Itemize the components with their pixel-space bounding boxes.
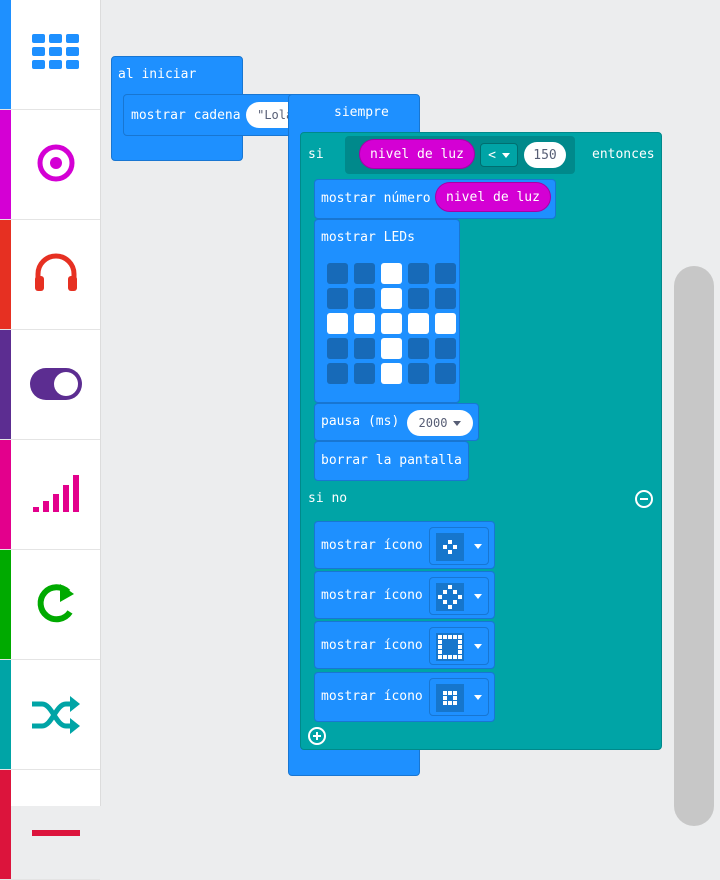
icon-dropdown[interactable] [429,678,489,716]
show-leds-block[interactable]: mostrar LEDs [314,219,460,403]
chevron-down-icon [501,152,510,158]
pause-label: pausa (ms) [321,414,400,429]
light-level-label: nivel de luz [370,146,464,162]
category-logic[interactable] [0,660,100,770]
category-stripe [0,0,11,109]
category-stripe [0,330,11,439]
operator-dropdown[interactable]: < [480,143,518,167]
signal-bars-icon [30,468,82,520]
square-icon [436,633,464,661]
led-cell[interactable] [327,363,348,384]
led-cell[interactable] [435,288,456,309]
led-cell[interactable] [381,288,402,309]
led-cell[interactable] [381,263,402,284]
led-cell[interactable] [435,363,456,384]
operator-value: < [488,147,496,163]
light-level-reporter[interactable]: nivel de luz [435,182,551,212]
category-toolbox [0,0,101,880]
toggle-icon [30,358,82,410]
diamond-icon [436,583,464,611]
pause-block[interactable]: pausa (ms) 2000 [314,403,479,441]
show-icon-block[interactable]: mostrar ícono [314,521,495,569]
category-radio[interactable] [0,440,100,550]
small-diamond-icon [436,533,464,561]
category-loops[interactable] [0,550,100,660]
then-label: entonces [592,147,655,162]
chevron-down-icon [474,594,482,599]
led-cell[interactable] [435,313,456,334]
show-icon-block[interactable]: mostrar ícono [314,672,495,722]
chevron-down-icon [453,420,462,426]
category-input[interactable] [0,110,100,220]
category-stripe [0,110,11,219]
light-level-label: nivel de luz [446,189,540,205]
if-label: si [308,147,324,162]
category-stripe [0,660,11,769]
led-cell[interactable] [408,363,429,384]
remove-else-icon[interactable] [635,490,653,508]
forever-label: siempre [334,105,389,120]
clear-screen-block[interactable]: borrar la pantalla [314,441,469,481]
led-cell[interactable] [354,263,375,284]
show-leds-label: mostrar LEDs [321,230,415,245]
category-stripe [0,770,11,879]
category-basic[interactable] [0,0,100,110]
headphones-icon [30,248,82,300]
chevron-down-icon [474,644,482,649]
chevron-down-icon [474,695,482,700]
show-icon-block[interactable]: mostrar ícono [314,621,495,669]
led-cell[interactable] [435,338,456,359]
led-cell[interactable] [354,288,375,309]
icon-dropdown[interactable] [429,627,489,665]
blocks-workspace[interactable]: al iniciar mostrar cadena "Lola.S" siemp… [101,0,720,826]
icon-dropdown[interactable] [429,577,489,615]
led-cell[interactable] [408,288,429,309]
show-icon-label: mostrar ícono [321,538,423,553]
led-cell[interactable] [327,338,348,359]
threshold-field[interactable]: 150 [524,142,566,168]
led-cell[interactable] [354,363,375,384]
small-square-icon [436,684,464,712]
category-led[interactable] [0,330,100,440]
refresh-icon [30,578,82,630]
show-icon-label: mostrar ícono [321,588,423,603]
icon-dropdown[interactable] [429,527,489,565]
led-cell[interactable] [408,263,429,284]
show-icon-label: mostrar ícono [321,689,423,704]
add-else-if-icon[interactable] [308,727,326,745]
light-level-reporter[interactable]: nivel de luz [359,139,475,169]
else-label: si no [308,491,348,506]
chevron-down-icon [474,544,482,549]
show-number-label: mostrar número [321,191,431,206]
target-icon [30,138,82,190]
led-cell[interactable] [327,288,348,309]
category-stripe [0,550,11,659]
led-grid[interactable] [327,263,457,387]
pause-value: 2000 [418,416,448,430]
show-icon-label: mostrar ícono [321,638,423,653]
led-cell[interactable] [381,338,402,359]
led-cell[interactable] [408,338,429,359]
workspace-scrollbar[interactable] [674,266,714,826]
led-cell[interactable] [327,263,348,284]
show-icon-block[interactable]: mostrar ícono [314,571,495,619]
category-stripe [0,440,11,549]
grid-icon [30,28,82,80]
led-cell[interactable] [381,363,402,384]
led-cell[interactable] [354,313,375,334]
category-music[interactable] [0,220,100,330]
clear-screen-label: borrar la pantalla [321,453,462,468]
led-cell[interactable] [327,313,348,334]
show-string-label: mostrar cadena [131,108,241,123]
on-start-label: al iniciar [118,67,197,82]
category-variables[interactable] [0,770,100,880]
category-stripe [0,220,11,329]
led-cell[interactable] [435,263,456,284]
pause-dropdown[interactable]: 2000 [407,410,473,436]
led-cell[interactable] [354,338,375,359]
led-cell[interactable] [381,313,402,334]
shuffle-icon [30,688,82,740]
led-cell[interactable] [408,313,429,334]
